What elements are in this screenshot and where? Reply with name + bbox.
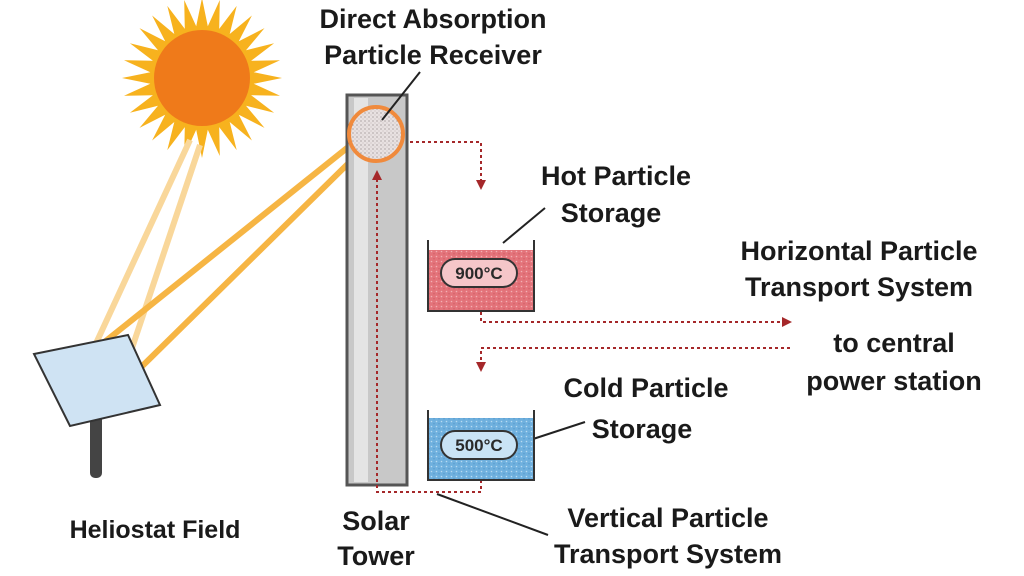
sun-core [154,30,250,126]
heliostat-mirror-icon [32,333,162,478]
vertical-transport-label-line2: Transport System [554,539,782,569]
central-station-label-line2: power station [806,366,982,396]
hot-storage-label-line1: Hot Particle [541,161,691,191]
cold-tank-outline [427,410,535,481]
solar-tower-label-line1: Solar [342,506,410,536]
heliostat-field-label: Heliostat Field [70,516,241,544]
horizontal-transport-label-line2: Transport System [745,272,973,302]
vertical-transport-leader [436,493,549,536]
cold-storage-leader [529,421,586,441]
cold-to-receiver-flow [372,170,482,493]
central-station-label-line1: to central [833,328,955,358]
heliostat-mirror [32,333,162,428]
hot-temperature-value: 900°C [455,264,502,283]
hot-to-power-flow [480,312,792,327]
return-to-cold-flow [476,347,790,372]
receiver-to-hot-flow [410,141,486,190]
particle-receiver-icon [347,105,405,163]
cold-storage-label-line2: Storage [592,414,693,444]
vertical-transport-label-line1: Vertical Particle [567,503,768,533]
receiver-leader [381,71,421,121]
receiver-aperture [347,105,405,163]
particle-flow-paths [372,141,792,493]
reflected-beam-2 [115,143,369,393]
hot-temperature-badge [440,258,518,288]
hot-particle-storage-tank: 900°C [427,240,535,312]
cold-temperature-value: 500°C [455,436,502,455]
leader-lines [381,71,586,536]
diagram-labels: Direct Absorption Particle Receiver Hot … [70,4,982,571]
receiver-label-line1: Direct Absorption [319,4,546,34]
cold-temperature-badge [440,430,518,460]
cold-particle-storage-tank: 500°C [427,410,535,481]
tower-highlight [354,98,368,482]
hot-storage-label-line2: Storage [561,198,662,228]
reflected-beam-1 [90,133,364,355]
incoming-beam-1 [89,138,193,354]
hot-tank-outline [427,240,535,312]
sun-icon [122,0,282,158]
solar-tower-label-line2: Tower [337,541,415,571]
cold-storage-label-line1: Cold Particle [563,373,728,403]
horizontal-transport-label-line1: Horizontal Particle [740,236,977,266]
receiver-label-line2: Particle Receiver [324,40,542,70]
hot-storage-leader [502,207,546,244]
